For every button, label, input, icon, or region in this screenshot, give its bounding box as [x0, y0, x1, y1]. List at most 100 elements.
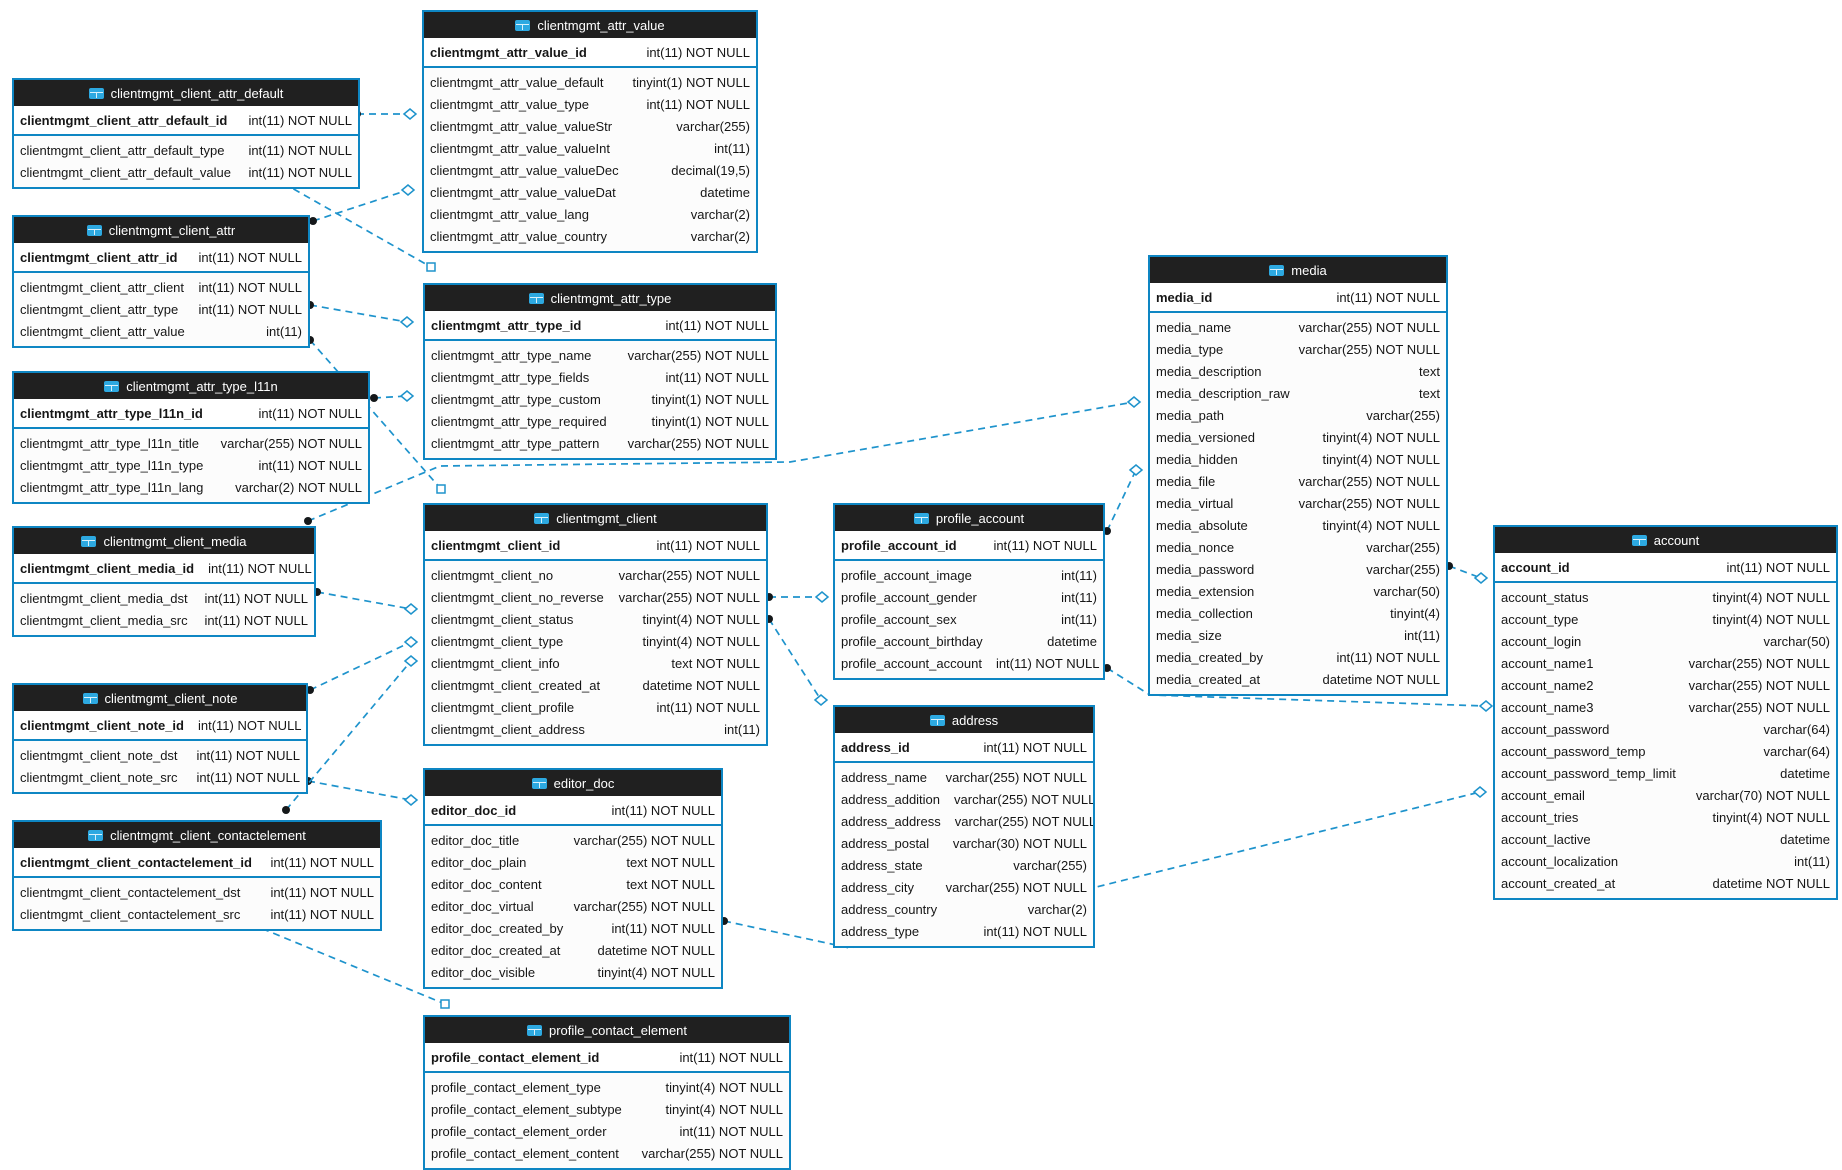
table-header[interactable]: clientmgmt_client_media: [14, 528, 314, 554]
table-header[interactable]: account: [1495, 527, 1836, 553]
table-header[interactable]: clientmgmt_attr_type_l11n: [14, 373, 368, 399]
table-header[interactable]: clientmgmt_client_contactelement: [14, 822, 380, 848]
table-header[interactable]: address: [835, 707, 1093, 733]
relationship-connector[interactable]: [247, 920, 450, 1009]
relationship-connector[interactable]: [765, 615, 829, 706]
table-header[interactable]: clientmgmt_client_attr_default: [14, 80, 358, 106]
relationship-connector[interactable]: [306, 636, 419, 694]
relationship-connector[interactable]: [353, 108, 418, 120]
table-header[interactable]: editor_doc: [425, 770, 721, 796]
relationship-connector[interactable]: [1445, 562, 1489, 584]
relationship-connector[interactable]: [304, 396, 1142, 525]
table-header[interactable]: profile_contact_element: [425, 1017, 789, 1043]
relationship-connector[interactable]: [765, 591, 830, 603]
relationship-connector[interactable]: [720, 786, 1488, 949]
relationship-connector[interactable]: [282, 655, 419, 814]
table-header[interactable]: clientmgmt_client: [425, 505, 766, 531]
relationship-connector[interactable]: [306, 301, 415, 328]
relationship-connector[interactable]: [313, 588, 419, 615]
